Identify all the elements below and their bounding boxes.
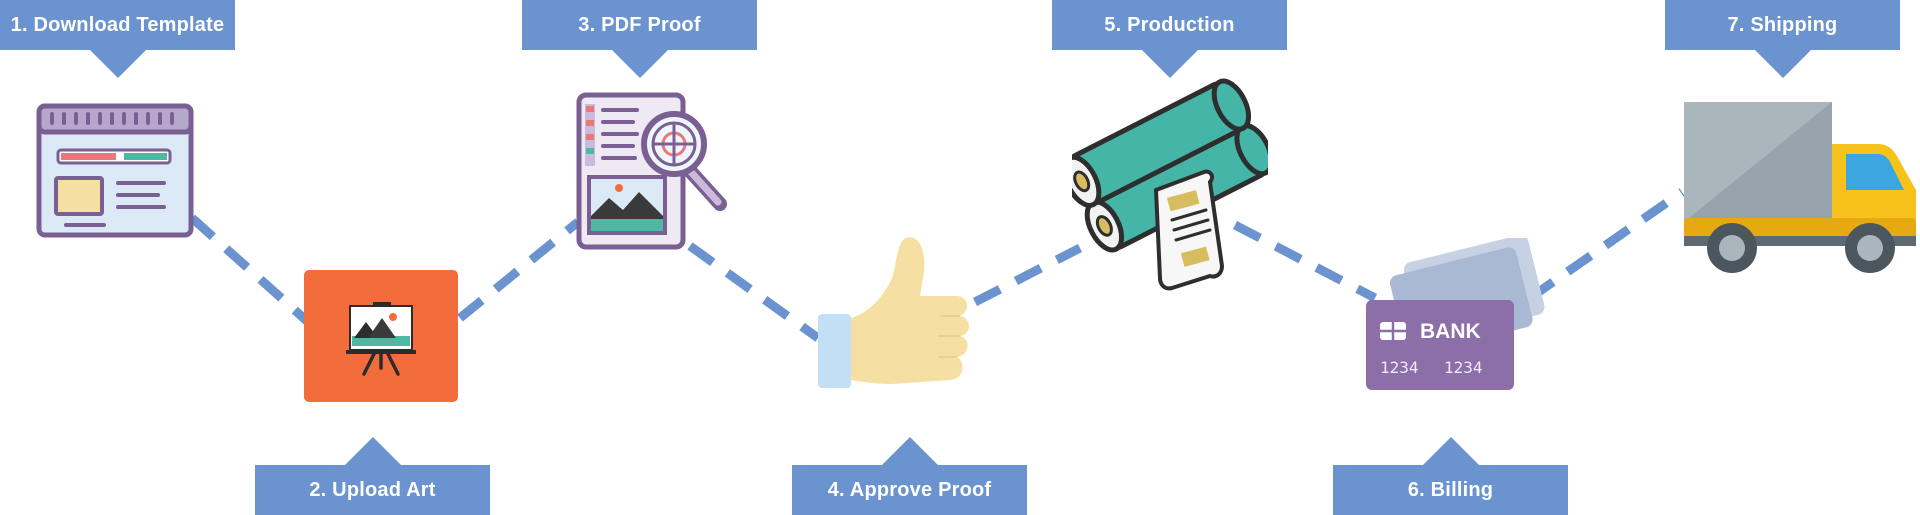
connector-6-7 [1527, 188, 1685, 302]
step-label-upload-art: 2. Upload Art [255, 465, 490, 515]
easel-art-icon [304, 270, 458, 402]
delivery-truck-icon [1684, 102, 1916, 273]
thumbs-up-icon [818, 237, 969, 388]
template-window-icon [36, 103, 194, 238]
step-label-download-template: 1. Download Template [0, 0, 235, 50]
step-label-billing: 6. Billing [1333, 465, 1568, 515]
connector-2-3 [457, 218, 581, 322]
card-number-part-a: 1234 [1380, 358, 1419, 377]
connector-1-2 [188, 214, 312, 326]
printing-rollers-icon [1072, 78, 1268, 291]
card-number-part-b: 1234 [1444, 358, 1483, 377]
step-label-text: 1. Download Template [10, 13, 225, 36]
step-label-text: 7. Shipping [1727, 13, 1838, 36]
step-label-text: 3. PDF Proof [578, 13, 701, 36]
document-magnifier-icon [576, 92, 727, 250]
step-label-shipping: 7. Shipping [1665, 0, 1900, 50]
step-label-text: 2. Upload Art [309, 478, 436, 501]
step-label-approve-proof: 4. Approve Proof [792, 465, 1027, 515]
connector-4-5 [972, 243, 1083, 307]
step-label-text: 4. Approve Proof [827, 478, 992, 501]
step-label-production: 5. Production [1052, 0, 1287, 50]
card-bank-name: BANK [1420, 320, 1481, 343]
step-label-pdf-proof: 3. PDF Proof [522, 0, 757, 50]
step-label-text: 6. Billing [1407, 478, 1494, 501]
bank-card-icon: BANK 1234 1234 [1366, 238, 1545, 390]
step-label-text: 5. Production [1104, 13, 1235, 36]
connector-5-6 [1232, 221, 1378, 302]
connector-3-4 [687, 242, 821, 342]
